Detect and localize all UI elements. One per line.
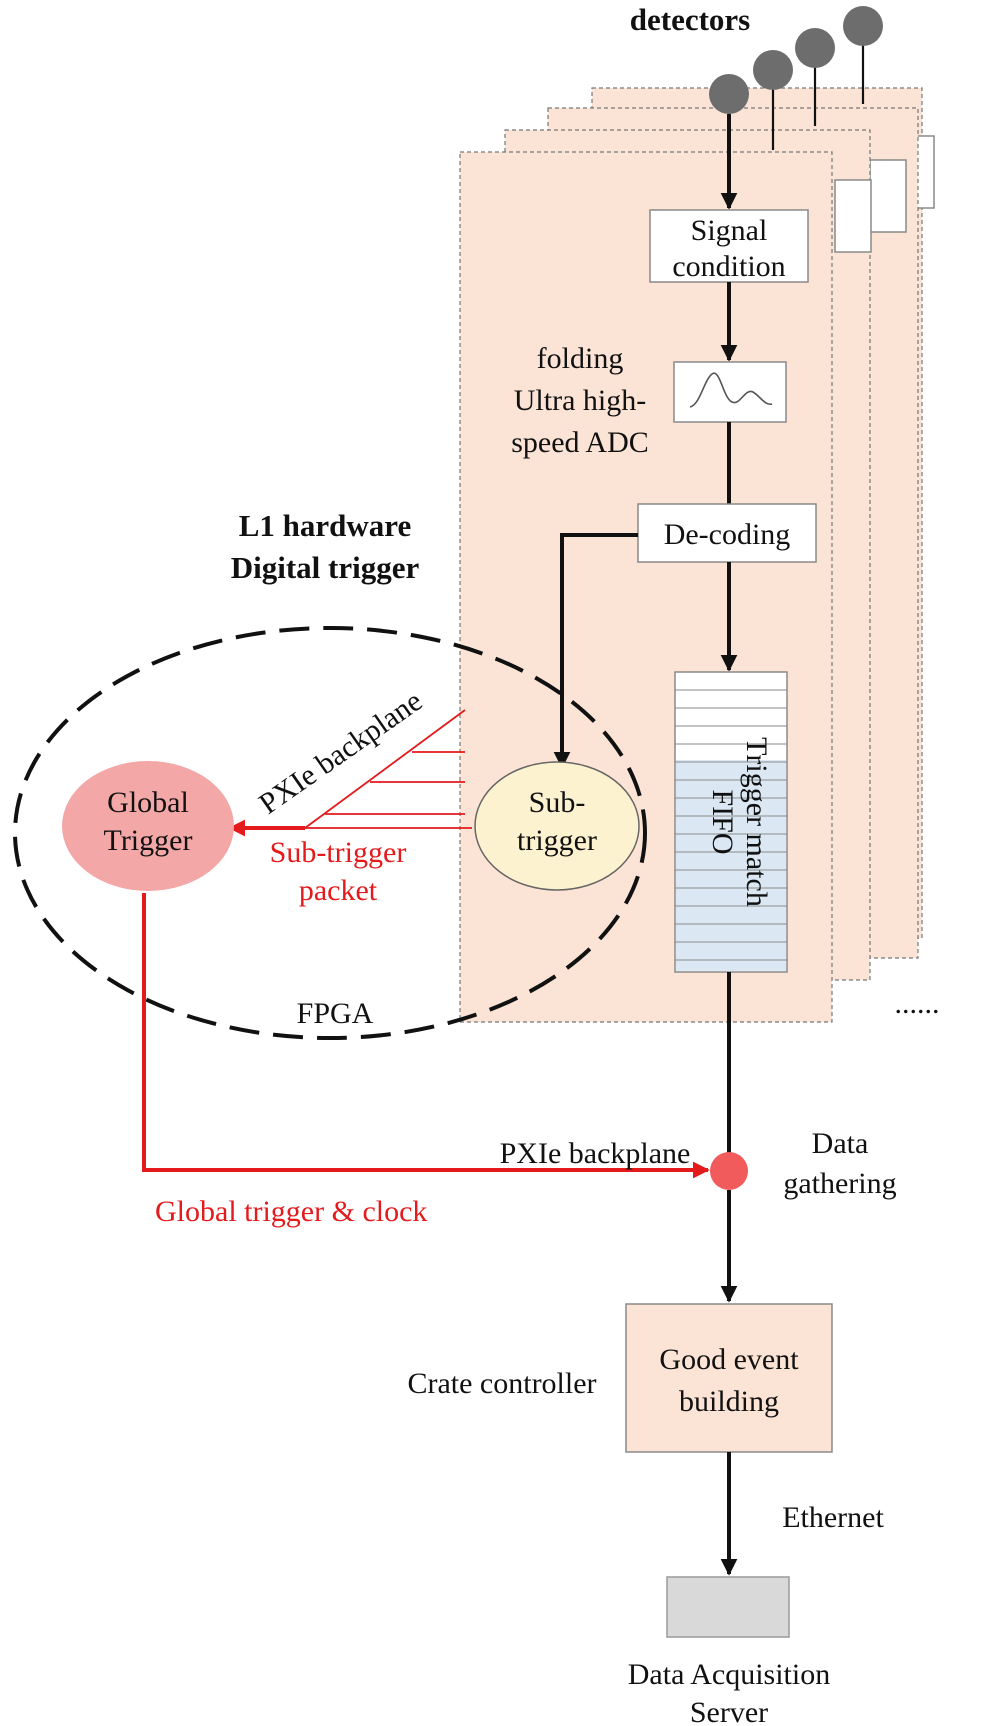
card-3-box-stub	[869, 159, 907, 233]
good-event-building-box: Good event building	[625, 1303, 833, 1453]
sub-trigger-packet-line2: packet	[299, 874, 378, 907]
adc-label-line1: folding	[537, 342, 624, 375]
good-event-line2: building	[679, 1385, 779, 1418]
daq-server-box	[666, 1576, 790, 1638]
crate-controller-label: Crate controller	[407, 1367, 596, 1400]
global-trigger-node: Global Trigger	[62, 761, 234, 891]
sub-trigger-packet-line1: Sub-trigger	[270, 836, 407, 869]
detector-sensor-2	[753, 50, 793, 90]
detector-sensor-1	[709, 74, 749, 114]
pxie-backplane-fan	[304, 709, 472, 829]
daq-server-line2: Server	[690, 1696, 768, 1726]
global-trigger-line2: Trigger	[104, 824, 193, 857]
sub-trigger-line1: Sub-	[529, 786, 586, 819]
signal-condition-box: Signal condition	[649, 209, 809, 283]
adc-box	[673, 361, 787, 423]
detectors-group: detectors	[630, 2, 883, 150]
decoding-box: De-coding	[637, 503, 817, 563]
pxie-backplane-label: PXIe backplane	[253, 684, 428, 820]
pxie-backplane-bottom-label: PXIe backplane	[500, 1137, 691, 1170]
l1-title-line1: L1 hardware	[239, 508, 412, 543]
good-event-line1: Good event	[659, 1343, 799, 1376]
sub-trigger-line2: trigger	[517, 824, 597, 857]
daq-server-line1: Data Acquisition	[628, 1658, 830, 1691]
decoding-label: De-coding	[664, 518, 791, 551]
data-gathering-line1: Data	[812, 1127, 869, 1160]
arrow-decoding-to-sub-trigger	[553, 533, 638, 769]
adc-label-line2: Ultra high-	[514, 384, 646, 417]
data-gathering-line2: gathering	[783, 1167, 896, 1200]
fpga-label: FPGA	[297, 997, 374, 1030]
card-2-box-stub	[834, 179, 872, 253]
adc-label-line3: speed ADC	[511, 426, 649, 459]
more-cards-ellipsis: ......	[895, 987, 940, 1020]
global-trigger-clock-path	[142, 893, 710, 1179]
trigger-match-fifo: Trigger match FIFO	[674, 671, 788, 973]
detectors-label: detectors	[630, 2, 751, 37]
l1-title-line2: Digital trigger	[231, 550, 420, 585]
fifo-label-line1: Trigger match	[740, 737, 773, 907]
fpga-boundary-ellipse	[13, 626, 647, 1040]
ethernet-label: Ethernet	[782, 1501, 884, 1534]
sub-trigger-node: Sub- trigger	[474, 761, 640, 891]
global-trigger-clock-label: Global trigger & clock	[155, 1195, 427, 1228]
signal-condition-line2: condition	[672, 250, 785, 283]
detector-sensor-4	[843, 6, 883, 46]
signal-condition-line1: Signal	[691, 214, 768, 247]
global-trigger-line1: Global	[107, 786, 189, 819]
data-gathering-node	[710, 1152, 748, 1190]
adc-waveform-icon	[689, 372, 773, 408]
fifo-label-line2: FIFO	[706, 789, 739, 854]
detector-sensor-3	[795, 28, 835, 68]
